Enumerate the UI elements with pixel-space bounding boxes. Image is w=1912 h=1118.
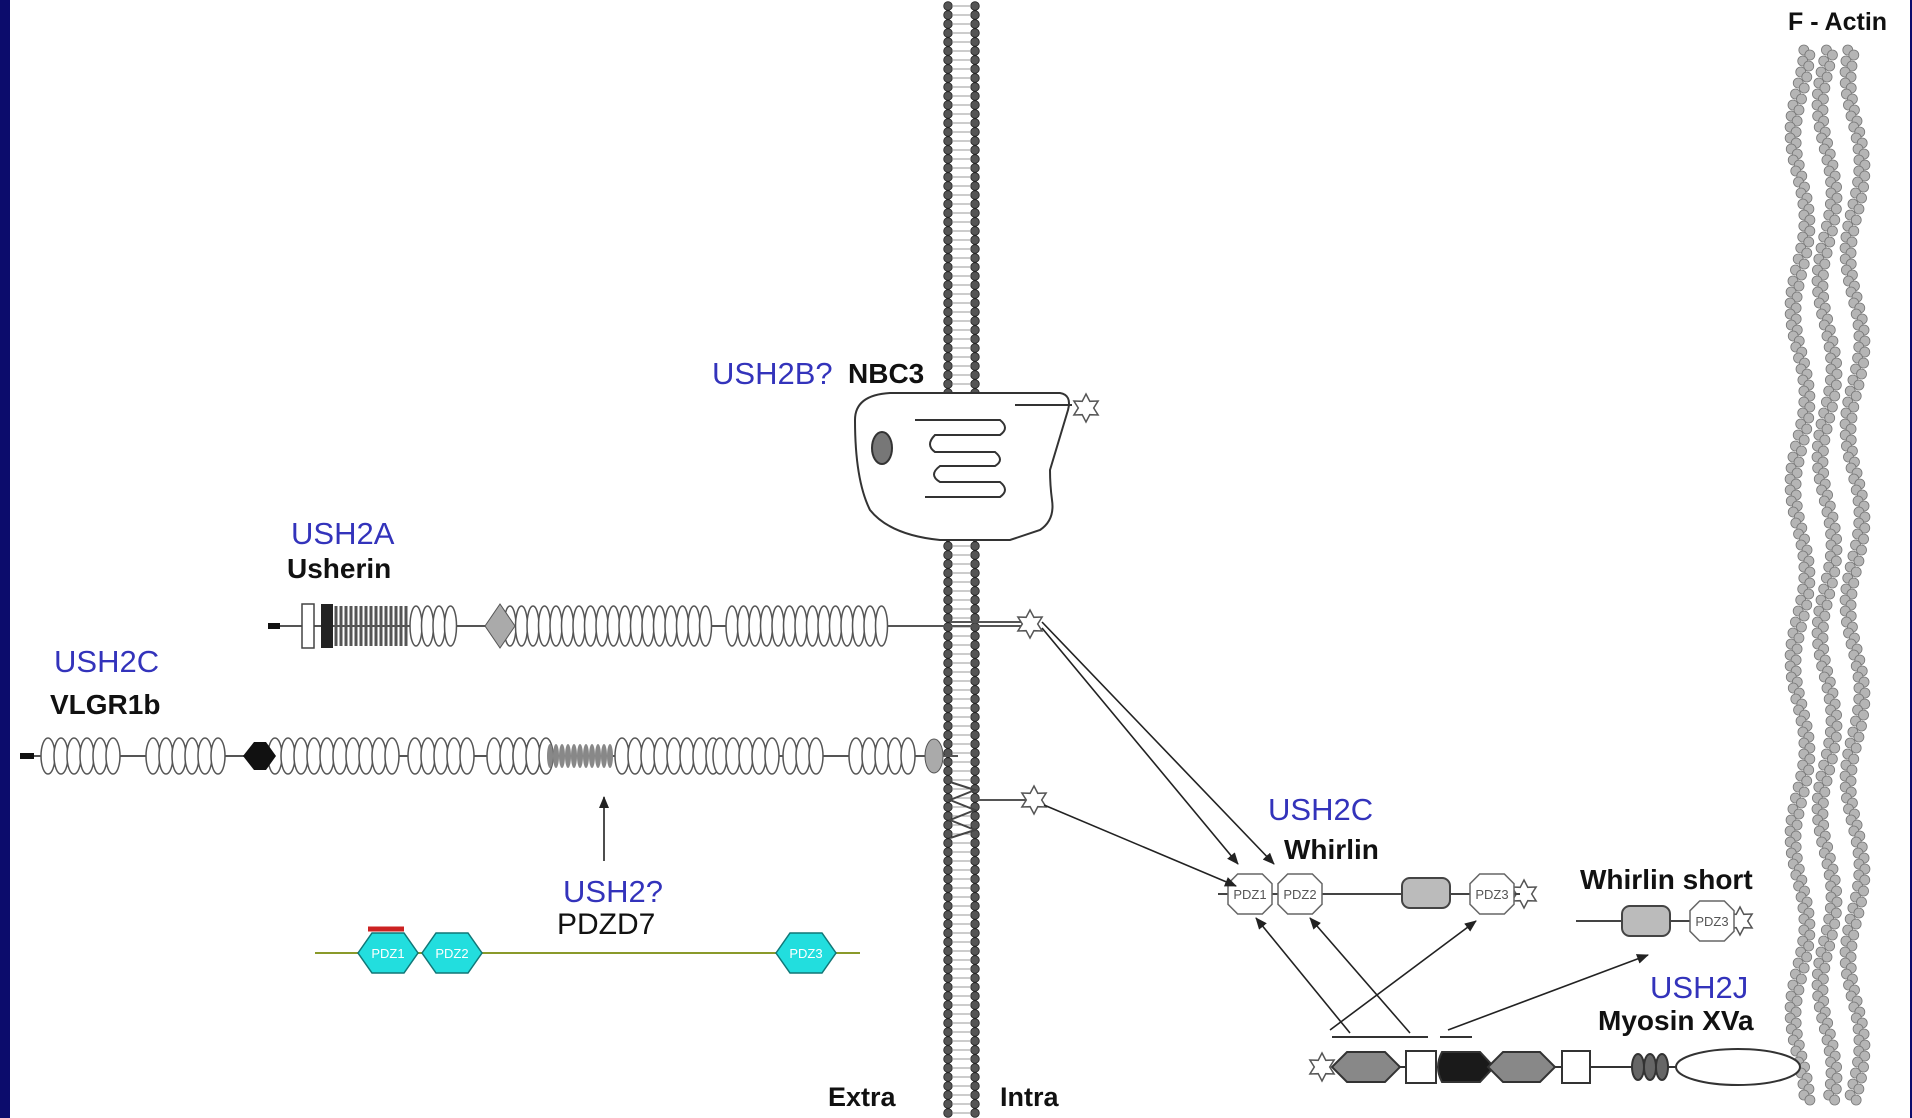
usherin-protein <box>268 603 1030 649</box>
pdzd7-domain <box>357 932 419 974</box>
star-motif <box>1308 1051 1336 1083</box>
pdz-binding-motif-stars <box>1016 392 1754 1083</box>
whirlin-short-label: Whirlin short <box>1580 864 1753 895</box>
cell-membrane <box>943 1 980 1118</box>
intra-label: Intra <box>1000 1082 1059 1112</box>
pdz-domain <box>1227 873 1273 915</box>
nbc3-transporter <box>853 392 1072 541</box>
whirlin-label: Whirlin <box>1284 834 1379 865</box>
ush2a-label: USH2A <box>291 516 395 551</box>
pdzd7-domain <box>775 932 837 974</box>
f-actin-filaments <box>1784 44 1871 1106</box>
pdz-domain <box>1689 900 1735 942</box>
star-motif <box>1020 784 1048 816</box>
myosin-label: Myosin XVa <box>1598 1005 1754 1036</box>
myosin-xva-protein <box>1330 1036 1801 1086</box>
pdzd7-domain-label: PDZ1 <box>371 946 404 961</box>
whirlin-short-protein <box>1576 905 1710 937</box>
ush2-question-label: USH2? <box>563 874 663 909</box>
interaction-arrows <box>599 621 1649 1034</box>
vlgr1b-label: VLGR1b <box>50 689 161 720</box>
pdz-domain <box>1277 873 1323 915</box>
ush2j-label: USH2J <box>1650 970 1749 1005</box>
pdzd7-protein: PDZ1 PDZ2 PDZ3 <box>315 926 860 974</box>
pdz-domain-label: PDZ2 <box>1283 887 1316 902</box>
extra-label: Extra <box>828 1082 896 1112</box>
pdz-domain <box>1469 873 1515 915</box>
pdzd7-domain-label: PDZ2 <box>435 946 468 961</box>
pdz-domain-label: PDZ3 <box>1475 887 1508 902</box>
ush2c-whirlin-label: USH2C <box>1268 792 1374 827</box>
nbc3-label: NBC3 <box>848 358 925 389</box>
vlgr1b-protein <box>20 737 1030 839</box>
pdz-domain-label: PDZ1 <box>1233 887 1266 902</box>
pdzd7-label: PDZD7 <box>557 908 656 941</box>
usherin-label: Usherin <box>287 553 392 584</box>
star-motif <box>1072 392 1100 424</box>
ush2b-label: USH2B? <box>712 356 833 391</box>
f-actin-label: F - Actin <box>1788 8 1888 36</box>
star-motif <box>1016 608 1044 640</box>
pdz-domain-label: PDZ3 <box>1695 914 1728 929</box>
pdzd7-domain-label: PDZ3 <box>789 946 822 961</box>
ush2c-vlgr-label: USH2C <box>54 644 160 679</box>
pdzd7-domain <box>421 932 483 974</box>
